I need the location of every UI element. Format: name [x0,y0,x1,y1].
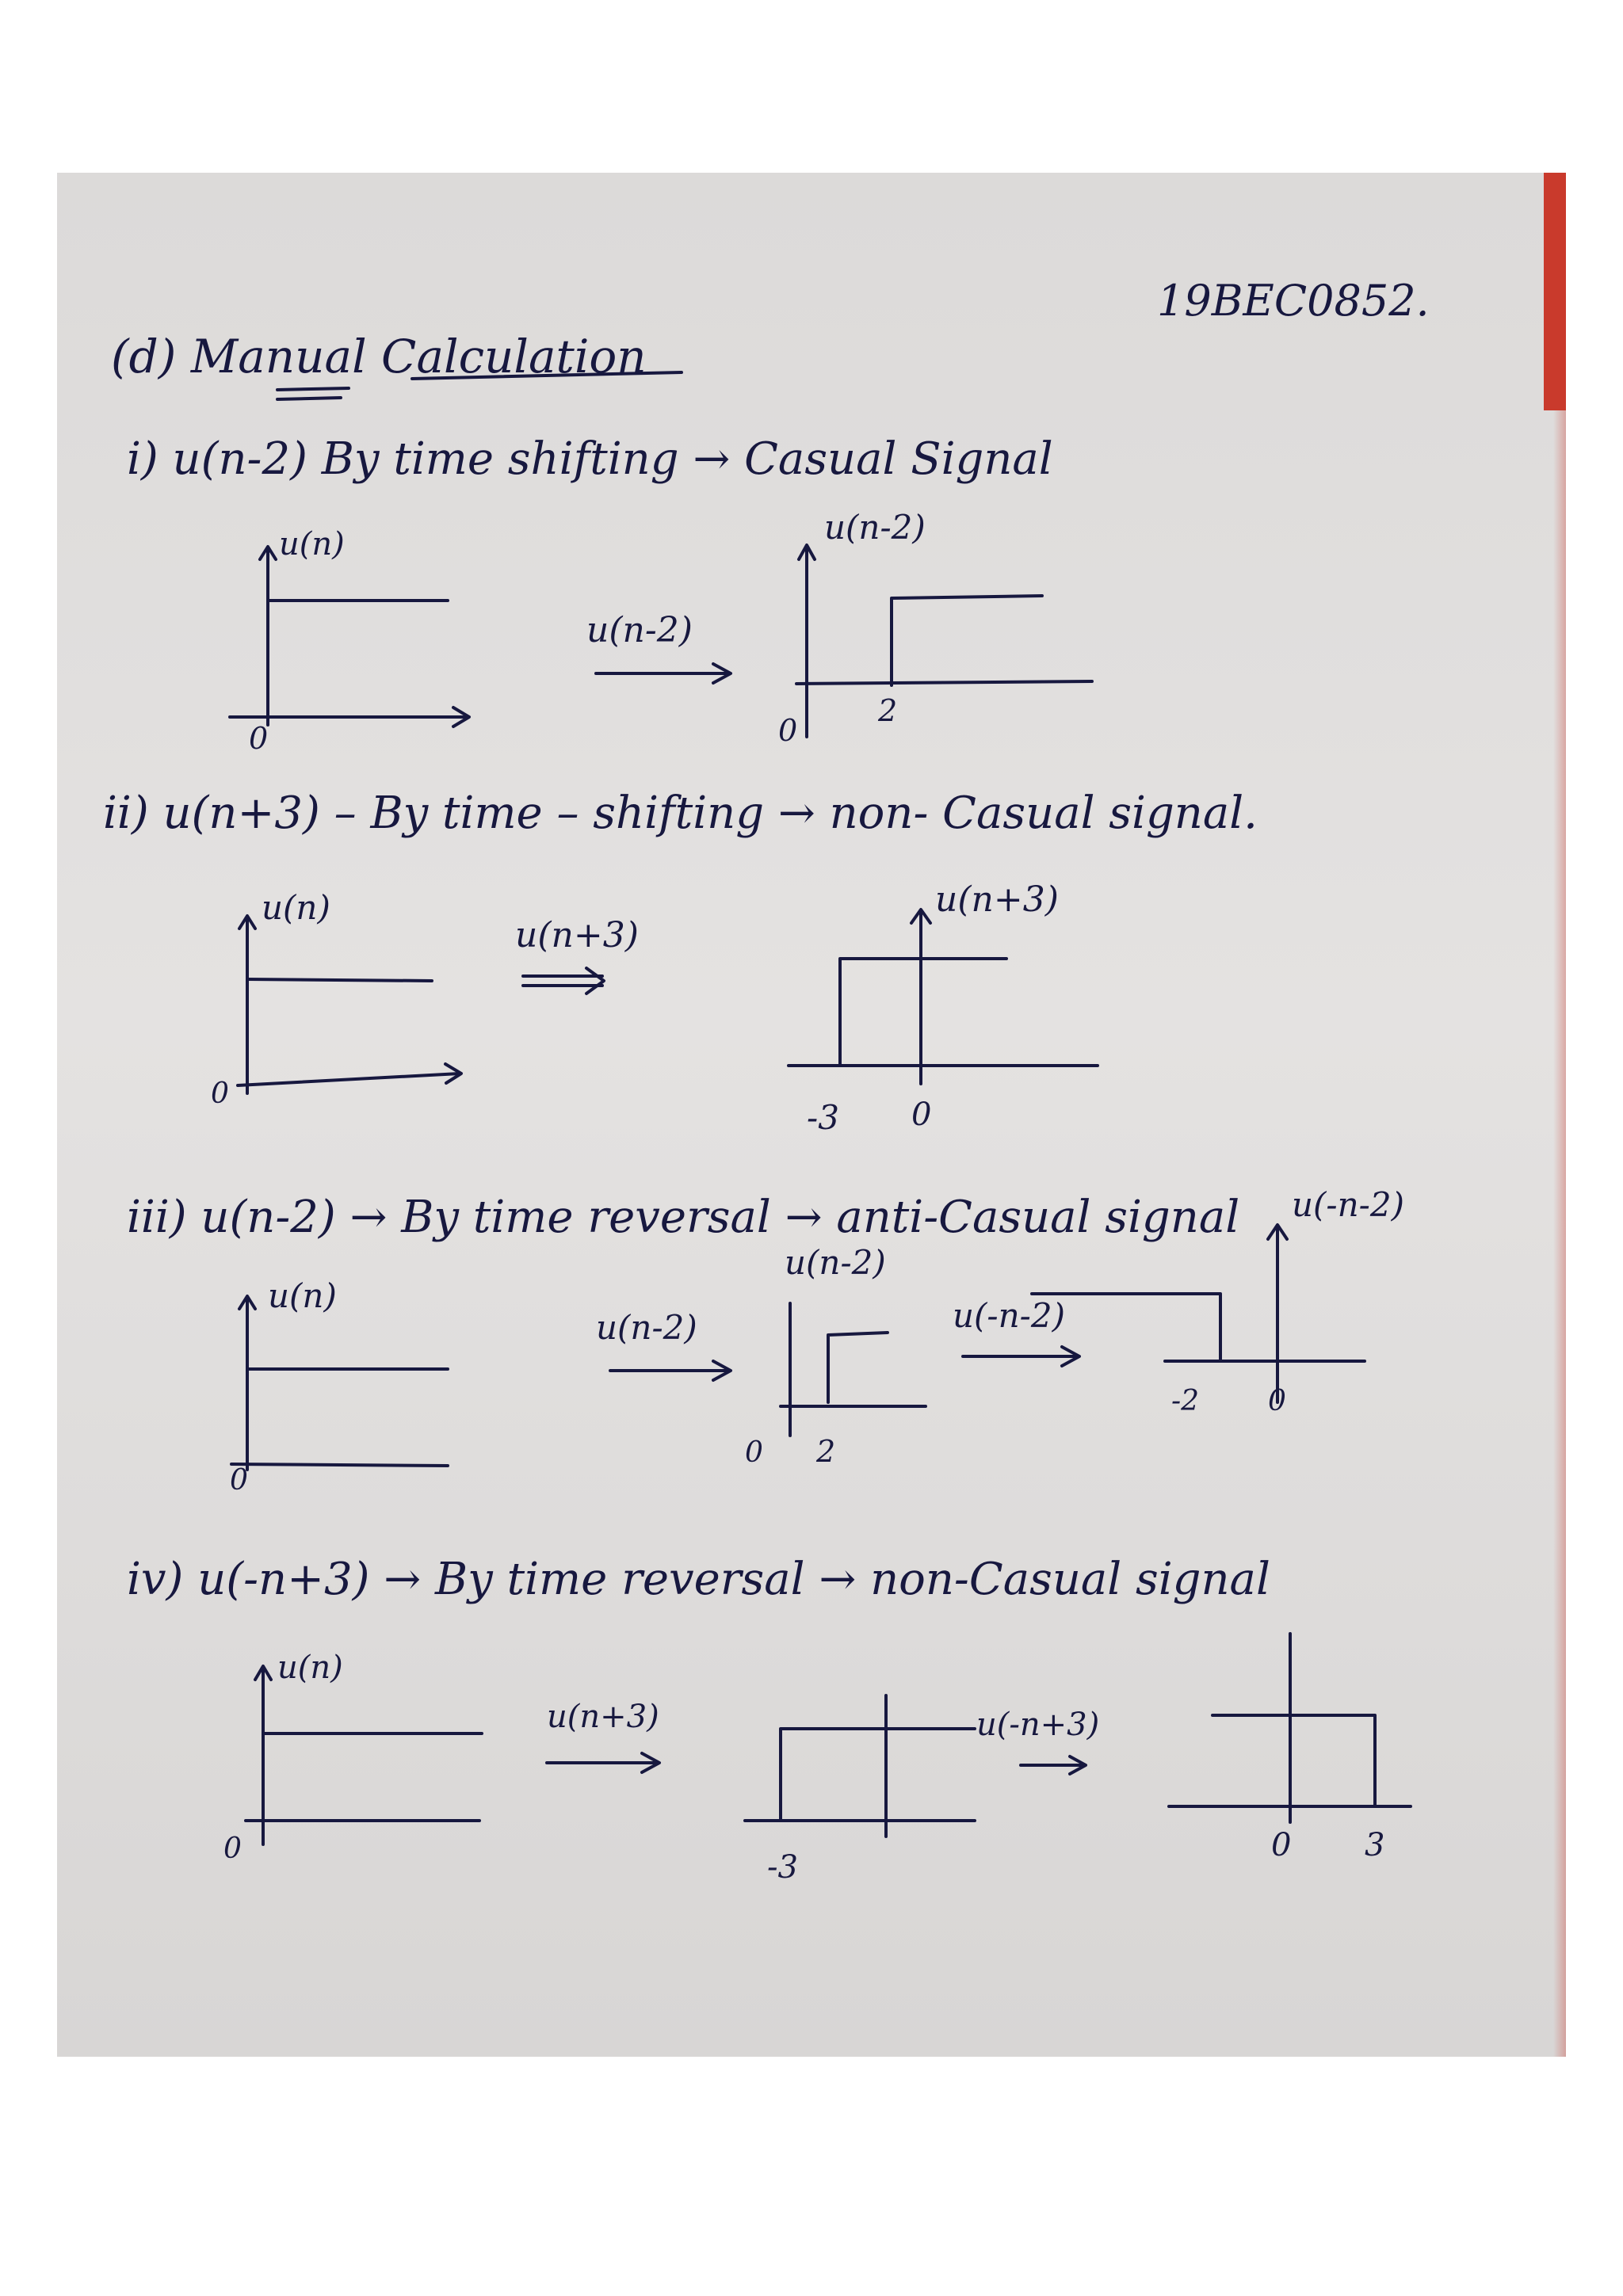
section-3-operation-1: u(n-2) [596,1308,732,1382]
section-4-source-plot: u(n) 0 [223,1650,483,1865]
result-axis-label: u(n+3) [935,879,1059,920]
shifted-step [838,957,1008,1067]
red-edge [1544,173,1566,410]
operation-2-arrowhead [1060,1345,1081,1367]
operation-2-arrowhead [1068,1755,1087,1775]
section-4-mid-plot: -3 [743,1694,976,1886]
section-2-source-plot: u(n) 0 [211,888,463,1110]
operation-label: u(n+3) [515,915,639,955]
operation-label: u(n-2) [586,610,693,650]
result-tick-2: 2 [877,693,897,728]
operation-arrowhead [712,662,732,685]
shifted-step [827,1331,889,1404]
mid-tick-minus-3: -3 [767,1849,798,1886]
result-tick-3: 3 [1365,1827,1384,1863]
x-axis [230,1463,449,1467]
reversed-step [1030,1292,1222,1363]
section-3: iii) u(n-2) → By time reversal → anti-Ca… [127,1185,1404,1497]
operation-2-label: u(-n+3) [976,1707,1099,1743]
operation-2-label: u(-n-2) [953,1296,1065,1335]
section-3-source-plot: u(n) 0 [230,1276,449,1497]
section-2-operation: u(n+3) [515,915,639,995]
source-origin-label: 0 [211,1077,229,1110]
operation-1-label: u(n+3) [547,1699,659,1735]
x-axis [795,680,1094,685]
section-1-operation: u(n-2) [586,610,732,685]
y-axis-arrow [238,914,257,930]
reversed-step [1211,1714,1377,1808]
result-tick-minus-2: -2 [1171,1385,1199,1417]
mid-origin-label: 0 [745,1436,763,1469]
mid-axis-label: u(n-2) [785,1243,886,1282]
x-axis-arrow [444,1062,463,1085]
result-tick-0: 0 [911,1097,931,1133]
result-tick-0: 0 [1271,1827,1291,1863]
result-tick-minus-3: -3 [807,1098,839,1137]
section-1-title: i) u(n-2) By time shifting → Casual Sign… [127,433,1053,485]
notebook-photo [57,173,1566,2057]
x-axis [236,1072,461,1087]
x-axis-arrow [452,706,471,728]
source-origin-label: 0 [223,1833,242,1865]
source-axis-label: u(n) [279,526,345,563]
operation-1-label: u(n-2) [596,1308,697,1347]
section-2-result-plot: u(n+3) -3 0 [787,879,1099,1137]
section-4-title: iv) u(-n+3) → By time reversal → non-Cas… [127,1554,1270,1605]
source-origin-label: 0 [230,1464,248,1497]
section-4-operation-1: u(n+3) [545,1699,661,1774]
y-axis-arrow [254,1665,273,1681]
source-axis-label: u(n) [262,888,330,927]
result-origin-label: 0 [778,713,797,748]
result-axis-label: u(n-2) [824,508,926,547]
operation-1-arrowhead [712,1360,732,1382]
y-axis-arrow [1266,1223,1289,1241]
section-3-title: iii) u(n-2) → By time reversal → anti-Ca… [127,1192,1239,1243]
y-axis-arrow [258,545,277,561]
source-origin-label: 0 [249,721,268,756]
y-axis-arrow [238,1295,257,1310]
section-4-result-plot: 0 3 [1167,1632,1412,1863]
section-3-mid-plot: u(n-2) 0 2 [745,1243,927,1469]
mid-tick-2: 2 [815,1434,835,1469]
section-2-title: ii) u(n+3) – By time – shifting → non- C… [103,788,1258,839]
section-1-result-plot: u(n-2) 0 2 [778,508,1094,748]
red-edge-shade [1553,410,1566,2057]
section-3-result-plot: u(-n-2) -2 0 [1030,1185,1404,1417]
roll-number: 19BEC0852. [1157,276,1430,326]
step-level [246,978,433,982]
source-axis-label: u(n) [268,1276,337,1315]
section-1: i) u(n-2) By time shifting → Casual Sign… [127,433,1094,756]
heading-underline-small [276,387,350,401]
y-axis-arrow [797,543,816,561]
operation-arrowhead [585,967,605,995]
section-2: ii) u(n+3) – By time – shifting → non- C… [103,788,1258,1137]
result-axis-label: u(-n-2) [1292,1185,1404,1224]
y-axis-arrow [910,908,932,925]
heading-underline [411,371,683,380]
shifted-step [779,1727,976,1822]
source-axis-label: u(n) [277,1650,343,1686]
operation-1-arrowhead [640,1752,661,1774]
section-4-operation-2: u(-n+3) [976,1707,1099,1775]
result-tick-0: 0 [1268,1385,1286,1417]
section-3-operation-2: u(-n-2) [953,1296,1081,1367]
section-4: iv) u(-n+3) → By time reversal → non-Cas… [127,1554,1412,1886]
shifted-step [890,594,1044,687]
section-1-source-plot: u(n) 0 [228,526,471,756]
operation-double-arrow [521,974,604,987]
